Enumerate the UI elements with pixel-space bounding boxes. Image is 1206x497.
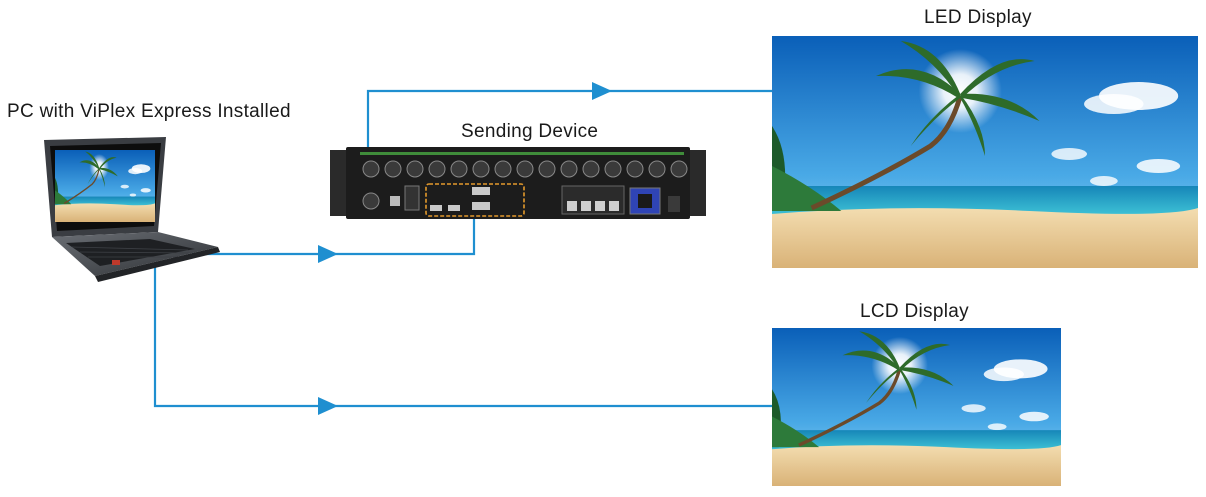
ethernet-ports <box>362 160 688 178</box>
line-pc-to-sending-device <box>192 218 476 256</box>
pc-label: PC with ViPlex Express Installed <box>7 101 291 122</box>
laptop-screen-image <box>55 150 155 222</box>
arrow-to-led <box>592 82 612 100</box>
arrowheads <box>318 82 612 415</box>
led-display-image <box>772 36 1198 268</box>
lcd-display-label: LCD Display <box>860 301 969 322</box>
lcd-display-image <box>772 328 1061 486</box>
line-sending-device-to-led <box>366 89 772 172</box>
laptop-icon <box>44 137 220 282</box>
arrow-to-lcd <box>318 397 338 415</box>
sending-device-label: Sending Device <box>461 121 599 142</box>
led-display-label: LED Display <box>924 7 1032 28</box>
connection-lines <box>153 89 772 408</box>
line-pc-to-lcd <box>153 265 772 408</box>
sending-device-icon <box>330 147 706 219</box>
arrow-to-sending-device <box>318 245 338 263</box>
